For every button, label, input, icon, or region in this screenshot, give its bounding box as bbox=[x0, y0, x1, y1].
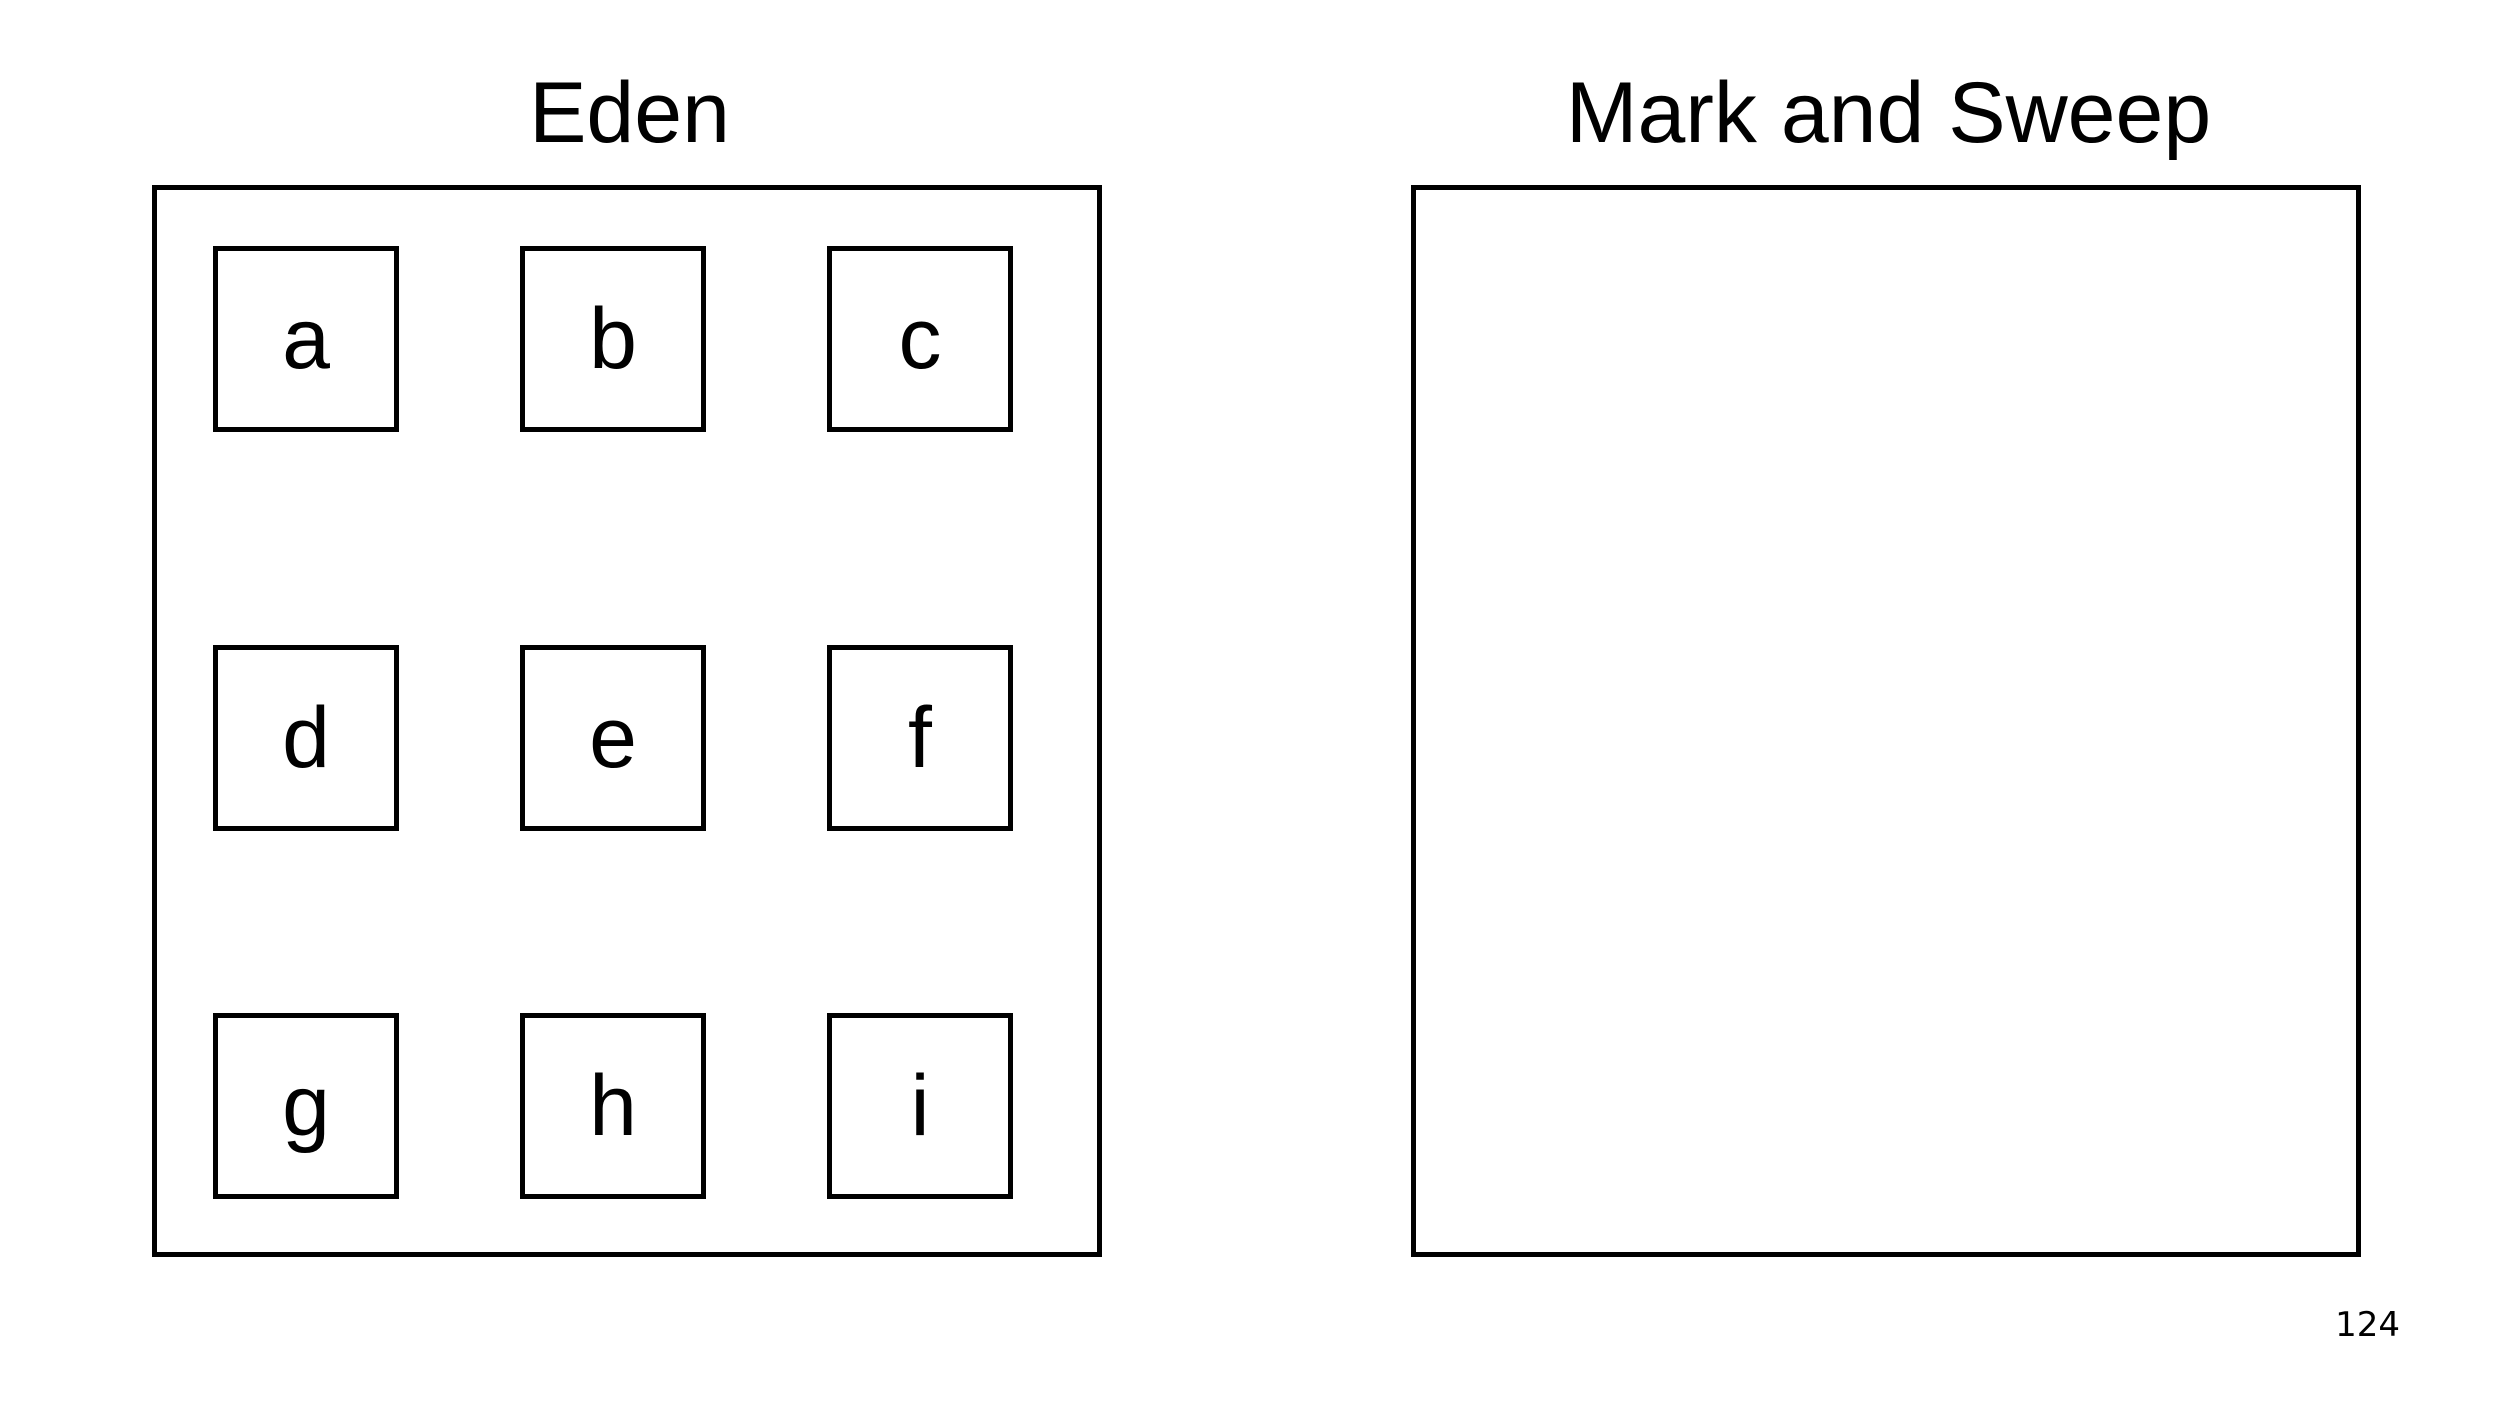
object-box-c: c bbox=[827, 246, 1013, 432]
object-box-e: e bbox=[520, 645, 706, 831]
object-box-g: g bbox=[213, 1013, 399, 1199]
eden-title: Eden bbox=[529, 65, 730, 161]
eden-region: a b c d e f g h i bbox=[152, 185, 1102, 1257]
mark-and-sweep-region bbox=[1411, 185, 2361, 1257]
page-number: 124 bbox=[2335, 1305, 2400, 1345]
object-box-d: d bbox=[213, 645, 399, 831]
object-box-i: i bbox=[827, 1013, 1013, 1199]
object-box-h: h bbox=[520, 1013, 706, 1199]
mark-and-sweep-title: Mark and Sweep bbox=[1565, 65, 2212, 161]
object-box-b: b bbox=[520, 246, 706, 432]
object-box-a: a bbox=[213, 246, 399, 432]
object-box-f: f bbox=[827, 645, 1013, 831]
